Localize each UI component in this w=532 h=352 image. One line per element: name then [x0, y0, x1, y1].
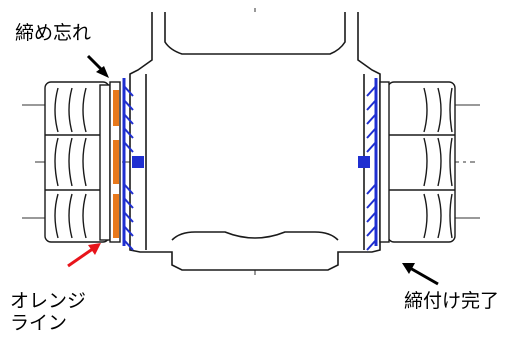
orange-line-arrow — [67, 243, 101, 268]
blue-gripper-tooth — [366, 127, 377, 139]
lower-saddle — [171, 231, 339, 241]
orange-line-segment — [113, 140, 119, 184]
right-blue-teeth — [366, 78, 378, 251]
right-nut — [379, 81, 456, 243]
blue-gripper-tooth — [366, 239, 377, 251]
fastened-label: 締付け完了 — [404, 290, 500, 312]
blue-gripper-tooth — [123, 239, 134, 251]
unfastened-label: 締め忘れ — [15, 22, 92, 44]
fastened-arrow — [402, 263, 439, 286]
blue-gripper-tooth — [123, 197, 134, 209]
right-nut-body — [387, 81, 456, 243]
left-blue-teeth — [122, 78, 134, 251]
blue-gripper-tooth — [366, 85, 377, 97]
orange-line-label: オレンジ ライン — [10, 290, 86, 334]
blue-gripper-tooth — [366, 113, 377, 125]
blue-gripper-tooth — [123, 225, 134, 237]
blue-gripper-tooth — [366, 141, 377, 153]
blue-gripper-tooth — [366, 211, 377, 223]
blue-gripper-tooth — [366, 225, 377, 237]
left-nut — [44, 81, 121, 243]
orange-line-markers — [113, 90, 119, 238]
orange-line-label-line2: ライン — [10, 312, 68, 334]
blue-gripper-tooth — [123, 85, 134, 97]
blue-gripper-tooth — [123, 127, 134, 139]
blue-gripper-tooth — [123, 99, 134, 111]
orange-line-segment — [113, 90, 119, 126]
body-outline — [129, 12, 381, 271]
unfastened-arrow — [86, 54, 109, 78]
central-body — [129, 12, 381, 271]
pipe-extension-lines — [22, 104, 480, 219]
left-center-seal — [132, 156, 144, 168]
blue-gripper-tooth — [123, 211, 134, 223]
right-center-seal — [358, 156, 370, 168]
blue-gripper-tooth — [123, 183, 134, 195]
blue-gripper-tooth — [123, 141, 134, 153]
orange-line-segment — [113, 194, 119, 238]
upper-saddle — [164, 12, 346, 55]
blue-gripper-tooth — [366, 99, 377, 111]
blue-gripper-tooth — [366, 183, 377, 195]
orange-line-label-line1: オレンジ — [10, 290, 87, 312]
blue-gripper-tooth — [366, 197, 377, 209]
blue-gripper-tooth — [123, 113, 134, 125]
